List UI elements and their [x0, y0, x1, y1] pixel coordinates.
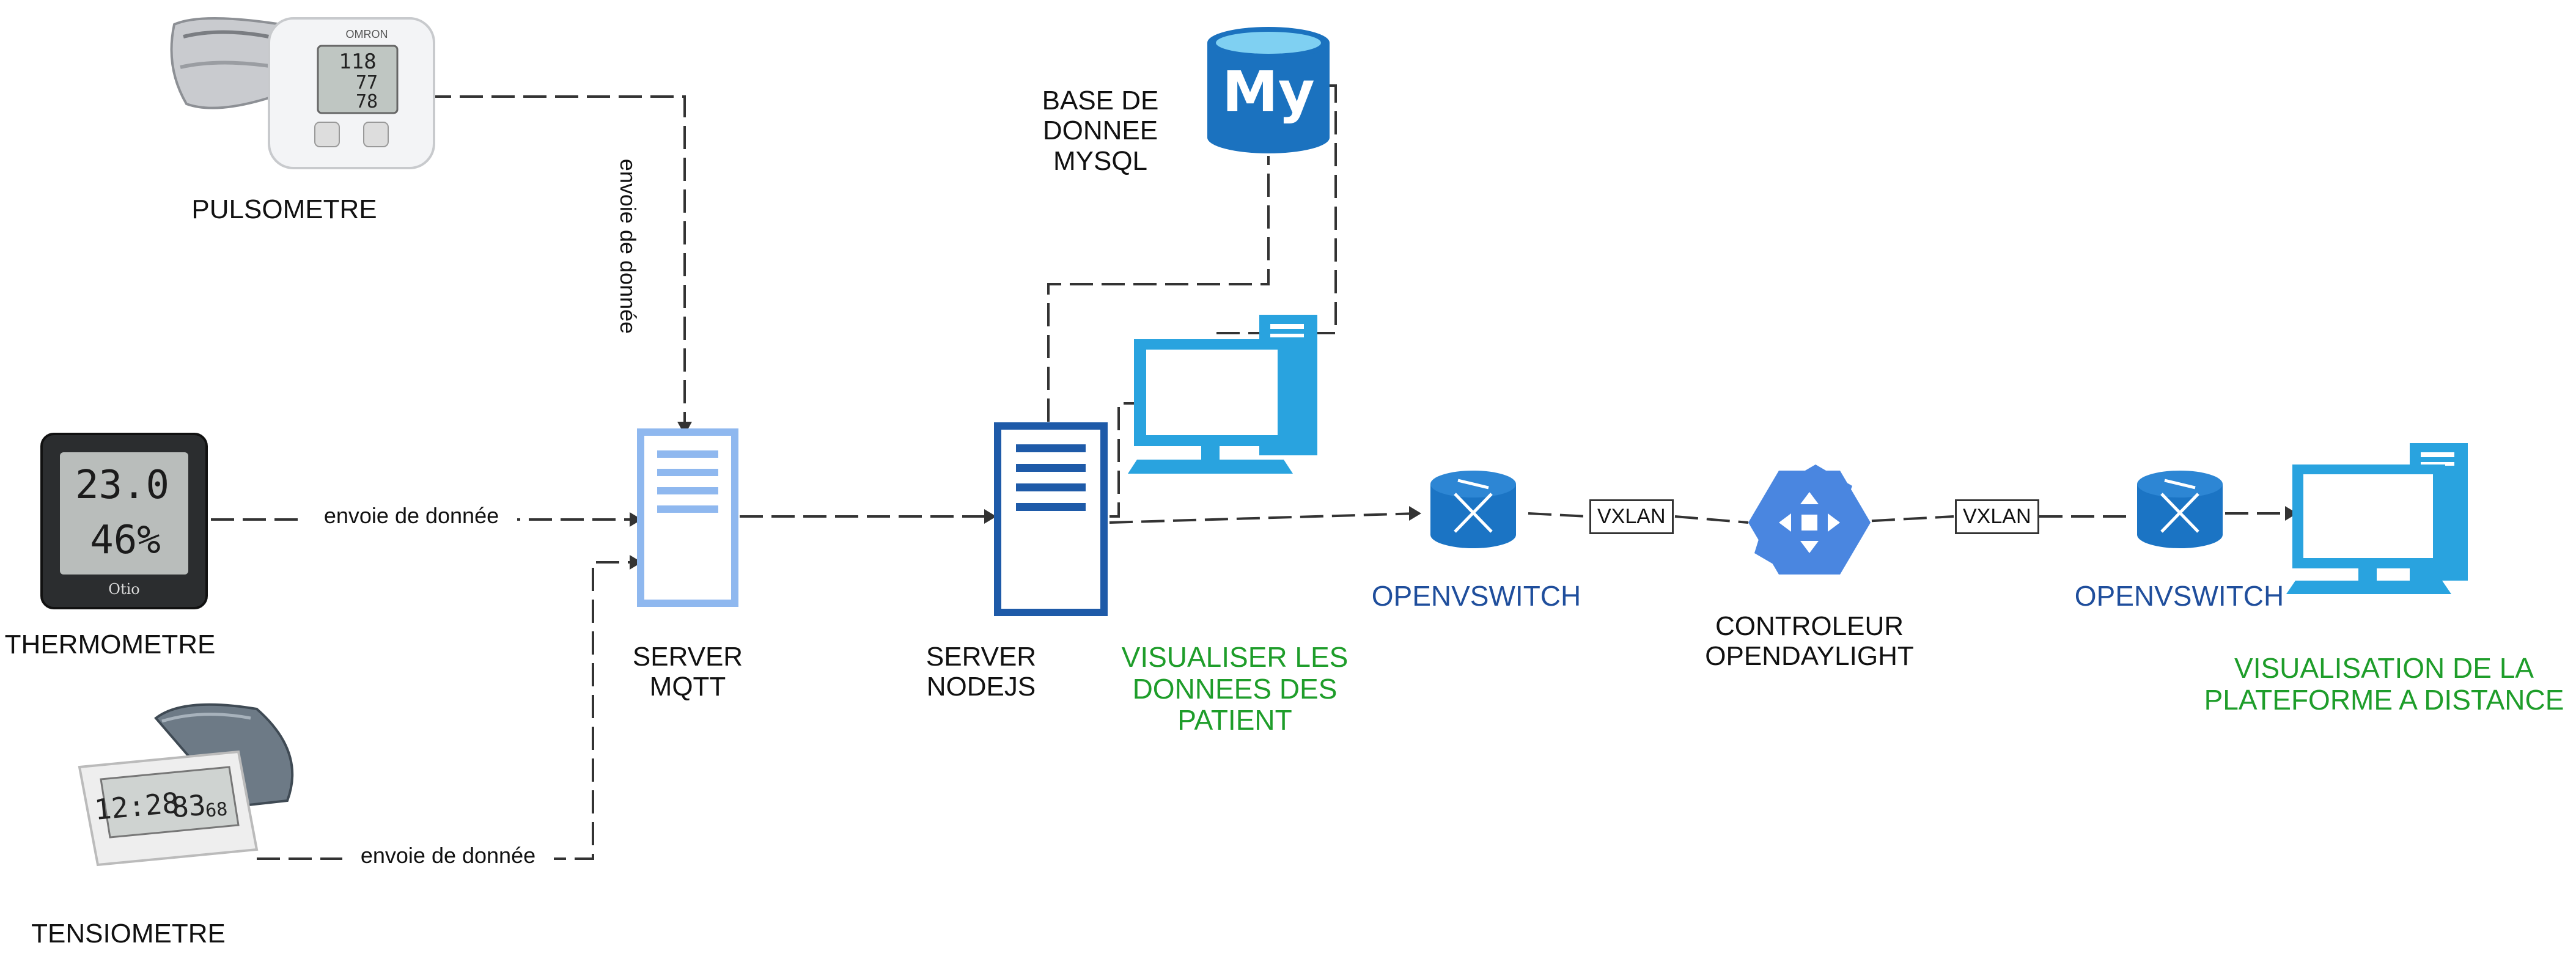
arrowhead-thermometre — [630, 512, 642, 527]
thermometre-brand: Otio — [108, 581, 139, 598]
connector-nodejs-computer — [1110, 402, 1137, 518]
nodejs-server-icon — [994, 422, 1108, 616]
pulsometre-device-icon: OMRON 118 77 78 — [170, 17, 435, 169]
pulsometre-reading-dia: 77 — [356, 72, 378, 94]
mqtt-server-label: SERVER MQTT — [632, 642, 743, 702]
pulsometre-reading-pulse: 78 — [356, 91, 378, 112]
visualiser-patient-label: VISUALISER LES DONNEES DES PATIENT — [1121, 641, 1349, 736]
mysql-database-label: BASE DE DONNEE MYSQL — [1042, 86, 1159, 176]
thermometre-label: THERMOMETRE — [4, 630, 216, 659]
connector-vxlan-controller — [1674, 515, 1749, 524]
ovs-right-switch-icon — [2137, 471, 2223, 548]
pulsometre-label: PULSOMETRE — [191, 194, 377, 224]
thermometre-humidity: 46% — [90, 518, 161, 563]
vxlan-right-box: VXLAN — [1955, 499, 2039, 534]
arrowhead-ovs-right-computer — [2285, 506, 2297, 521]
arrowhead-mqtt-nodejs — [984, 509, 996, 524]
omron-brand: OMRON — [346, 28, 388, 40]
tensiometre-time: 12:28 — [93, 786, 180, 826]
visualisation-distance-label: VISUALISATION DE LA PLATEFORME A DISTANC… — [2204, 652, 2564, 716]
tensiometre-device-icon: 12:28 83 68 — [78, 703, 294, 867]
ovs-left-label: OPENVSWITCH — [1371, 580, 1581, 612]
vxlan-left-box: VXLAN — [1589, 499, 1674, 534]
ovs-left-switch-icon — [1430, 471, 1516, 548]
connector-nodejs-ovs-left — [1109, 512, 1419, 524]
connector-nodejs-mysql — [1047, 156, 1270, 422]
mysql-database-icon: My — [1207, 27, 1330, 153]
arrowhead-tensiometre — [630, 555, 642, 570]
controller-label: CONTROLEUR OPENDAYLIGHT — [1705, 611, 1914, 672]
tensiometre-value-b: 68 — [205, 799, 229, 822]
pulsometre-reading-sys: 118 — [339, 50, 376, 74]
remote-computer-icon — [2286, 443, 2468, 594]
tensiometre-label: TENSIOMETRE — [31, 919, 226, 949]
edge-label-pulsometre: envoie de donnée — [615, 150, 641, 343]
ovs-right-label: OPENVSWITCH — [2074, 580, 2284, 612]
nodejs-server-label: SERVER NODEJS — [926, 642, 1037, 702]
connector-tensiometre-mqtt — [257, 561, 639, 860]
opendaylight-controller-icon — [1748, 464, 1871, 575]
tensiometre-value-a: 83 — [171, 788, 207, 824]
thermometre-temperature: 23.0 — [75, 463, 169, 508]
edge-label-tensiometre: envoie de donnée — [342, 843, 554, 868]
local-computer-icon — [1128, 315, 1317, 474]
thermometre-device-icon: 23.0 46% Otio — [40, 433, 208, 609]
arrowhead-ovs-left — [1409, 506, 1421, 521]
connector-pulsometre-mqtt — [428, 95, 686, 428]
edge-label-thermometre: envoie de donnée — [306, 503, 517, 529]
connector-ovs-left-vxlan — [1528, 512, 1589, 518]
mqtt-server-icon — [637, 428, 738, 607]
mysql-logo-text: My — [1222, 59, 1315, 125]
